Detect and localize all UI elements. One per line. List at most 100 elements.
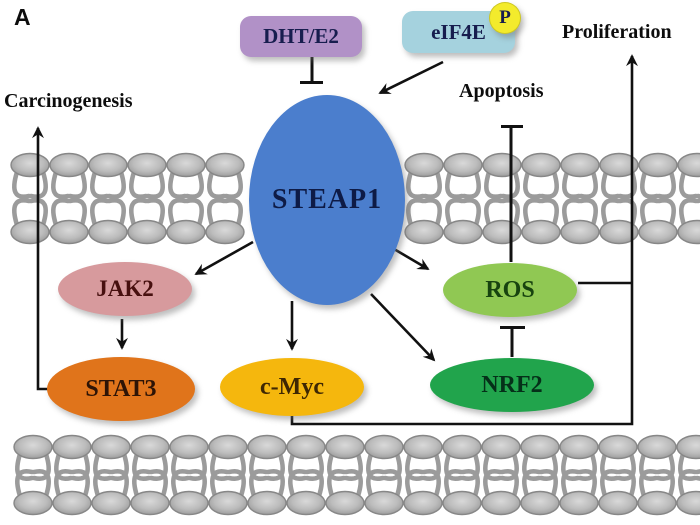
lipid-head-icon <box>325 434 365 460</box>
lipid-head-icon <box>208 490 248 516</box>
lipid-head-icon <box>88 152 128 178</box>
lipid-head-icon <box>521 152 561 178</box>
lipid-tail <box>601 169 637 228</box>
lipid-head-icon <box>205 219 245 245</box>
phosphorylation-badge: P <box>489 2 521 34</box>
lipid-head-icon <box>205 152 245 178</box>
node-ros: ROS <box>443 263 577 317</box>
lipid-tail <box>444 451 480 499</box>
lipid-tail <box>679 169 700 228</box>
lipid-tail <box>405 451 441 499</box>
lipid-head-icon <box>91 490 131 516</box>
node-stat3: STAT3 <box>47 357 195 421</box>
lipid-tail <box>484 169 520 228</box>
lipid-head-icon <box>442 490 482 516</box>
lipid-tail <box>51 169 87 228</box>
lipid-head-icon <box>364 434 404 460</box>
lipid-tail <box>327 451 363 499</box>
lipid-tail <box>445 169 481 228</box>
lipid-tail <box>249 451 285 499</box>
lipid-tail <box>210 451 246 499</box>
lipid-tail <box>366 451 402 499</box>
lipid-head-icon <box>127 219 167 245</box>
lipid-head-icon <box>49 219 89 245</box>
lipid-head-icon <box>130 434 170 460</box>
lipid-tail <box>561 451 597 499</box>
lipid-head-icon <box>169 434 209 460</box>
lipid-head-icon <box>169 490 209 516</box>
carcinogenesis-label: Carcinogenesis <box>4 90 133 112</box>
lipid-head-icon <box>10 219 50 245</box>
lipid-head-icon <box>559 434 599 460</box>
inhibitor-ros-to-apoptosis <box>501 125 523 262</box>
node-nrf2: NRF2 <box>430 358 594 412</box>
lipid-head-icon <box>637 434 677 460</box>
lipid-head-icon <box>560 152 600 178</box>
lipid-tail <box>12 169 48 228</box>
lipid-tail <box>406 169 442 228</box>
lipid-head-icon <box>404 152 444 178</box>
lipid-head-icon <box>88 219 128 245</box>
lipid-head-icon <box>482 219 522 245</box>
lipid-tail <box>522 451 558 499</box>
node-steap1: STEAP1 <box>249 95 405 305</box>
lipid-head-icon <box>166 152 206 178</box>
lipid-tail <box>600 451 636 499</box>
lipid-head-icon <box>560 219 600 245</box>
lipid-head-icon <box>481 490 521 516</box>
node-stat3-label: STAT3 <box>85 375 157 402</box>
lipid-head-icon <box>247 490 287 516</box>
lipid-head-icon <box>403 490 443 516</box>
lipid-head-icon <box>403 434 443 460</box>
lipid-tail <box>639 451 675 499</box>
lipid-head-icon <box>286 434 326 460</box>
lipid-head-icon <box>13 490 53 516</box>
line-stat3-to-carcinogenesis <box>32 126 48 391</box>
lipid-head-icon <box>286 490 326 516</box>
node-dht-e2: DHT/E2 <box>240 16 362 57</box>
lipid-tail <box>93 451 129 499</box>
lipid-head-icon <box>10 152 50 178</box>
node-eif4e-label: eIF4E <box>431 19 486 44</box>
arrow-steap1-to-ros <box>393 247 430 271</box>
panel-label: A <box>14 4 31 30</box>
node-ros-label: ROS <box>485 276 535 303</box>
lipid-head-icon <box>598 490 638 516</box>
lipid-head-icon <box>442 434 482 460</box>
lipid-tail <box>90 169 126 228</box>
phosphorylation-badge-label: P <box>499 7 511 28</box>
lipid-tail <box>640 169 676 228</box>
lipid-head-icon <box>443 219 483 245</box>
lipid-head-icon <box>364 490 404 516</box>
lipid-head-icon <box>677 219 700 245</box>
lipid-tail <box>483 451 519 499</box>
lipid-head-icon <box>638 152 678 178</box>
node-nrf2-label: NRF2 <box>481 371 543 398</box>
line-cmyc-to-proliferation <box>290 54 638 426</box>
lipid-tail <box>288 451 324 499</box>
lipid-head-icon <box>52 434 92 460</box>
lipid-head-icon <box>638 219 678 245</box>
inhibitor-nrf2-to-ros <box>500 326 525 357</box>
lipid-head-icon <box>520 490 560 516</box>
lipid-tail <box>207 169 243 228</box>
inhibitor-dht-to-steap1 <box>300 57 323 84</box>
lipid-tail <box>129 169 165 228</box>
lipid-head-icon <box>521 219 561 245</box>
lipid-head-icon <box>130 490 170 516</box>
cell-membrane-layer <box>10 152 700 516</box>
node-jak2-label: JAK2 <box>96 276 154 301</box>
lipid-head-icon <box>677 152 700 178</box>
lipid-tail <box>171 451 207 499</box>
lipid-head-icon <box>166 219 206 245</box>
lipid-tail <box>168 169 204 228</box>
lipid-tail <box>132 451 168 499</box>
apoptosis-label: Apoptosis <box>459 80 544 102</box>
lipid-tail <box>562 169 598 228</box>
lipid-head-icon <box>49 152 89 178</box>
lipid-head-icon <box>247 434 287 460</box>
node-jak2: JAK2 <box>58 262 192 316</box>
node-c-myc: c-Myc <box>220 358 364 416</box>
